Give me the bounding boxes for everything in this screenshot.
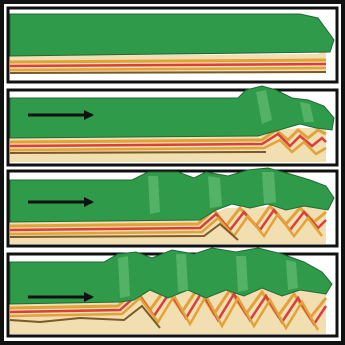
- panel-stage-4: [8, 248, 337, 336]
- forest-highlight: [208, 176, 222, 208]
- forest-highlight: [176, 254, 188, 292]
- orange-stripe: [10, 60, 326, 62]
- panel-stage-2: [8, 86, 337, 165]
- forest-highlight: [118, 256, 130, 298]
- panel-stage-3: [8, 168, 337, 246]
- panel-stage-1: [8, 8, 337, 82]
- forest-layer: [10, 14, 334, 56]
- forest-highlight: [262, 172, 276, 204]
- brown-stripe: [10, 152, 266, 153]
- forest-highlight: [148, 176, 160, 214]
- brown-stripe: [10, 72, 326, 73]
- forest-highlight: [236, 256, 248, 292]
